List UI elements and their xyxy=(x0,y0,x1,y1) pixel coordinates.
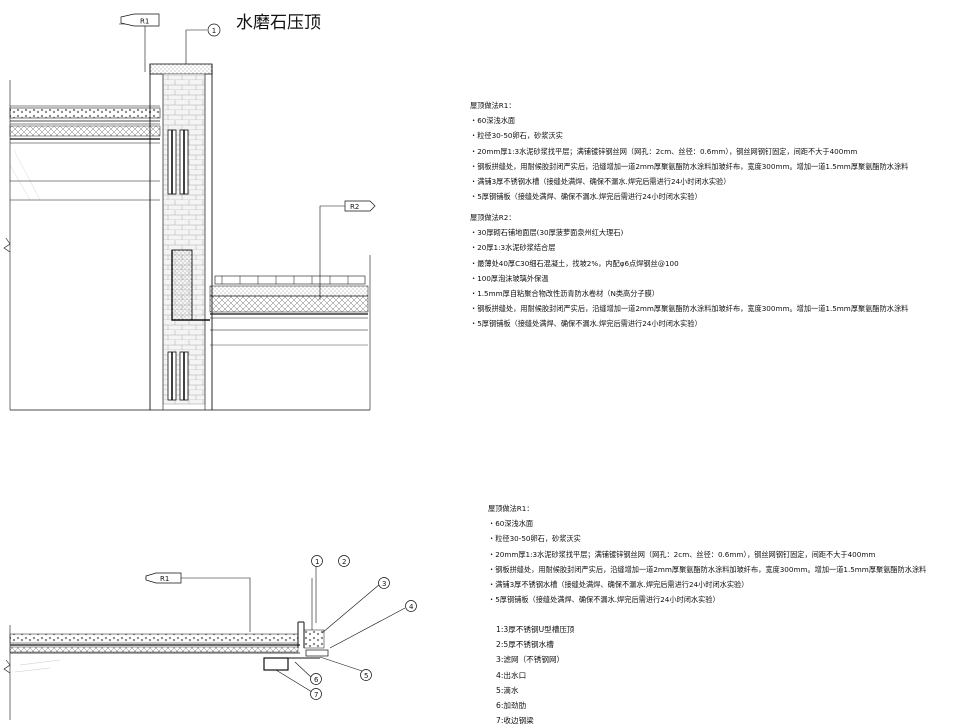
bottom-section-detail xyxy=(3,565,406,720)
callout-7-label: 7 xyxy=(314,691,318,699)
tag-r1-top-label: R1 xyxy=(140,18,149,26)
legend-item: 5:滴水 xyxy=(496,685,519,695)
legend-item: 1:3厚不锈钢U型槽压顶 xyxy=(496,625,575,634)
legend-item: 4:出水口 xyxy=(496,670,527,680)
note-item: 60深浅水面 xyxy=(470,113,908,128)
note-item: 100厚泡沫玻璃外保温 xyxy=(470,271,908,286)
note-item: 30厚砌石铺地面层(30厚菠萝面泉州红大理石) xyxy=(470,225,908,240)
note-item: 粒径30-50卵石，砂浆沃实 xyxy=(488,531,926,546)
component-legend: 1:3厚不锈钢U型槽压顶 2:5厚不锈钢水槽 3:滤网（不锈钢网） 4:出水口 … xyxy=(496,622,575,728)
note-item: 满铺3厚不锈钢水槽（接缝处满焊、确保不漏水.焊完后需进行24小时闭水实验） xyxy=(470,174,908,189)
note-item: 60深浅水面 xyxy=(488,516,926,531)
callout-2-label: 2 xyxy=(342,558,346,566)
notes-r1-bottom-heading: 屋顶做法R1： xyxy=(488,504,534,513)
tag-r2-label: R2 xyxy=(350,203,359,211)
legend-item: 7:收边钢梁 xyxy=(496,716,534,726)
note-item: 5厚钢铺板（接缝处满焊、确保不漏水.焊完后需进行24小时闭水实验） xyxy=(470,189,908,204)
tag-r1-bottom: R1 xyxy=(145,572,182,584)
callout-7: 7 xyxy=(310,688,322,700)
notes-r1-bottom: 屋顶做法R1： 60深浅水面 粒径30-50卵石，砂浆沃实 20mm厚1:3水泥… xyxy=(488,501,926,607)
tag-r2: R2 xyxy=(344,200,376,212)
callout-3: 3 xyxy=(378,577,390,589)
top-section-detail xyxy=(3,23,371,411)
note-item: 满铺3厚不锈钢水槽（接缝处满焊、确保不漏水.焊完后需进行24小时闭水实验） xyxy=(488,577,926,592)
tag-r1-bottom-label: R1 xyxy=(160,575,169,583)
note-item: 20mm厚1:3水泥砂浆找平层；满铺镀锌钢丝网（网孔：2cm、丝径：0.6mm）… xyxy=(488,547,926,562)
note-item: 钢板拼缝处，用耐候胶封闭严实后，沿缝增加一道2mm厚聚氨酯防水涂料加玻纤布，宽度… xyxy=(488,562,926,577)
note-item: 钢板拼缝处，用耐候胶封闭严实后，沿缝增加一道2mm厚聚氨酯防水涂料加玻纤布，宽度… xyxy=(470,159,908,174)
callout-1-bottom: 1 xyxy=(311,555,323,567)
notes-r2: 屋顶做法R2： 30厚砌石铺地面层(30厚菠萝面泉州红大理石) 20厚1:3水泥… xyxy=(470,210,908,332)
note-item: 钢板拼缝处，用耐候胶封闭严实后，沿缝增加一道2mm厚聚氨酯防水涂料加玻纤布，宽度… xyxy=(470,301,908,316)
callout-5-label: 5 xyxy=(364,672,368,680)
legend-item: 2:5厚不锈钢水槽 xyxy=(496,640,554,650)
callout-4: 4 xyxy=(405,600,417,612)
legend-item: 6:加劲肋 xyxy=(496,701,527,711)
callout-4-label: 4 xyxy=(409,603,414,611)
callout-1-top: 1 xyxy=(207,23,221,37)
callout-3-label: 3 xyxy=(382,580,386,588)
note-item: 1.5mm厚自粘聚合物改性沥青防水卷材（N类高分子膜） xyxy=(470,286,908,301)
note-item: 5厚钢铺板（接缝处满焊、确保不漏水.焊完后需进行24小时闭水实验） xyxy=(488,592,926,607)
callout-1-top-label: 1 xyxy=(212,27,216,35)
callout-1-bottom-label: 1 xyxy=(315,558,319,566)
note-item: 20厚1:3水泥砂浆结合层 xyxy=(470,240,908,255)
legend-item: 3:滤网（不锈钢网） xyxy=(496,655,565,665)
callout-6-label: 6 xyxy=(314,676,319,684)
note-item: 5厚钢铺板（接缝处满焊、确保不漏水.焊完后需进行24小时闭水实验） xyxy=(470,316,908,331)
callout-5: 5 xyxy=(360,669,372,681)
note-item: 20mm厚1:3水泥砂浆找平层；满铺镀锌钢丝网（网孔：2cm、丝径：0.6mm）… xyxy=(470,144,908,159)
note-item: 粒径30-50卵石，砂浆沃实 xyxy=(470,128,908,143)
drawing-title: 水磨石压顶 xyxy=(236,13,321,33)
notes-r2-heading: 屋顶做法R2： xyxy=(470,213,516,222)
note-item: 最薄处40厚C30细石混凝土，找坡2%，内配φ6点焊钢丝@100 xyxy=(470,256,908,271)
callout-2: 2 xyxy=(338,555,350,567)
notes-r1-top-heading: 屋顶做法R1： xyxy=(470,101,516,110)
tag-r1-top: R1 xyxy=(120,13,160,27)
notes-r1-top: 屋顶做法R1： 60深浅水面 粒径30-50卵石，砂浆沃实 20mm厚1:3水泥… xyxy=(470,98,908,204)
callout-6: 6 xyxy=(310,673,322,685)
